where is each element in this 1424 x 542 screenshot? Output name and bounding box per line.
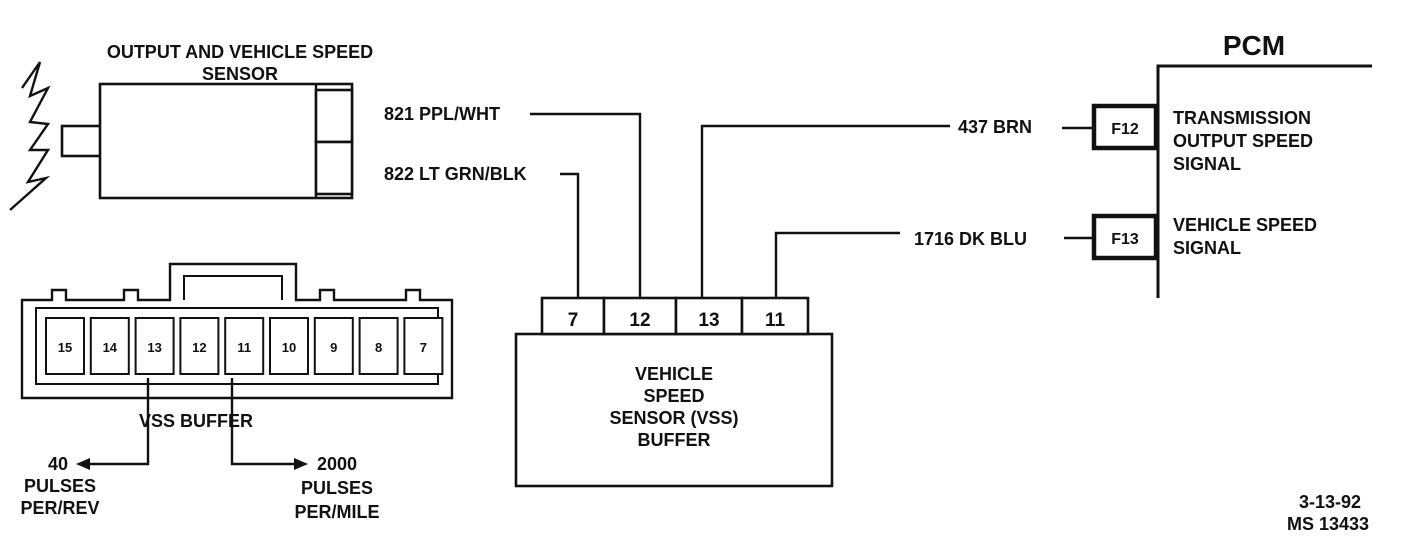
sensor-title-line2: SENSOR	[202, 64, 278, 84]
buffer-pin-7	[540, 296, 606, 336]
pcm-title: PCM	[1223, 30, 1285, 61]
connector-cavity-label: 8	[375, 340, 382, 355]
wire-1716: 1716 DK BLU	[774, 229, 1094, 298]
wire-821-path	[530, 112, 642, 298]
wire-822: 822 LT GRN/BLK	[384, 164, 580, 298]
pcm-pin-f12-label: F12	[1111, 121, 1139, 138]
pcm-f13-desc-1: VEHICLE SPEED	[1173, 215, 1317, 235]
connector-cavity	[224, 317, 265, 375]
pulse-labels: 40 PULSES PER/REV 2000 PULSES PER/MILE	[20, 454, 379, 522]
sensor-terminal-b	[314, 140, 354, 196]
wire-822-label: 822 LT GRN/BLK	[384, 164, 527, 184]
connector-cavity	[179, 317, 220, 375]
connector-label: VSS BUFFER	[139, 411, 253, 431]
buffer-title-4: BUFFER	[638, 430, 711, 450]
wire-437: 437 BRN	[700, 117, 1094, 298]
right-output-2: PULSES	[301, 478, 373, 498]
sensor-shaft	[60, 124, 104, 158]
buffer-title-2: SPEED	[643, 386, 704, 406]
wire-437-label: 437 BRN	[958, 117, 1032, 137]
connector-cavity-label: 12	[192, 340, 206, 355]
pcm-pin-f13-label: F13	[1111, 231, 1139, 248]
left-output-2: PULSES	[24, 476, 96, 496]
right-output-3: PER/MILE	[294, 502, 379, 522]
arrow-left	[76, 458, 90, 470]
drawing-date: 3-13-92	[1299, 492, 1361, 512]
buffer-pin-12-label: 12	[629, 310, 650, 331]
buffer-title-1: VEHICLE	[635, 364, 713, 384]
pcm: PCM F12 F13 TRANSMISSION OUTPUT SPEED SI…	[1091, 30, 1372, 298]
connector-key	[183, 275, 283, 300]
vss-buffer-module: 7 12 13 11 VEHICLE SPEED SENSOR (VSS) BU…	[514, 296, 834, 488]
pcm-outline	[1156, 64, 1372, 298]
reluctor-wave	[9, 61, 51, 211]
wire-821-label: 821 PPL/WHT	[384, 104, 500, 124]
buffer-body	[514, 332, 834, 488]
left-output-1: 40	[48, 454, 68, 474]
connector-cavity	[313, 317, 354, 375]
buffer-pin-13-label: 13	[698, 310, 719, 331]
connector-cavity	[403, 317, 444, 375]
pcm-f12-desc-1: TRANSMISSION	[1173, 108, 1311, 128]
wire-437-path-left	[700, 124, 950, 298]
right-output-1: 2000	[317, 454, 357, 474]
connector-cavity	[134, 317, 175, 375]
connector-cavity	[45, 317, 85, 375]
left-output-3: PER/REV	[20, 498, 99, 518]
pcm-pin-f13	[1091, 213, 1159, 261]
connector-cavity-label: 13	[147, 340, 161, 355]
vss-buffer-connector: 15 14 13 12 11 10 9 8 7 VSS BUFFER	[20, 262, 454, 470]
pcm-f12-desc-3: SIGNAL	[1173, 154, 1241, 174]
connector-cavity-label: 9	[330, 340, 337, 355]
connector-cavity-label: 14	[103, 340, 118, 355]
sensor-body	[98, 82, 354, 200]
output-speed-sensor: OUTPUT AND VEHICLE SPEED SENSOR	[9, 42, 373, 211]
wire-1716-label: 1716 DK BLU	[914, 229, 1027, 249]
buffer-title-3: SENSOR (VSS)	[609, 408, 738, 428]
connector-cavity	[358, 317, 399, 375]
pcm-f12-desc-2: OUTPUT SPEED	[1173, 131, 1313, 151]
buffer-pin-13	[674, 296, 744, 336]
connector-cavity-label: 15	[58, 340, 72, 355]
sensor-title-line1: OUTPUT AND VEHICLE SPEED	[107, 42, 373, 62]
wire-1716-path-left	[774, 231, 900, 298]
drawing-code: MS 13433	[1287, 514, 1369, 534]
buffer-pin-7-label: 7	[568, 310, 579, 331]
buffer-pin-11-label: 11	[765, 310, 786, 331]
drawing-id: 3-13-92 MS 13433	[1287, 492, 1369, 534]
connector-cavity	[89, 317, 130, 375]
wire-822-path	[560, 172, 580, 298]
pcm-pin-f12	[1091, 103, 1159, 151]
connector-cavity-label: 11	[237, 340, 251, 355]
buffer-pin-11	[740, 296, 810, 336]
sensor-terminal-a	[314, 88, 354, 144]
arrow-right	[294, 458, 308, 470]
connector-cavity-label: 10	[282, 340, 296, 355]
connector-cavities: 15 14 13 12 11 10 9 8 7	[45, 317, 444, 375]
buffer-pin-12	[602, 296, 678, 336]
wire-821: 821 PPL/WHT	[384, 104, 642, 298]
pcm-f13-desc-2: SIGNAL	[1173, 238, 1241, 258]
connector-cavity-label: 7	[420, 340, 427, 355]
lead-13	[86, 378, 150, 466]
connector-cavity	[269, 317, 309, 375]
lead-11	[230, 378, 296, 466]
